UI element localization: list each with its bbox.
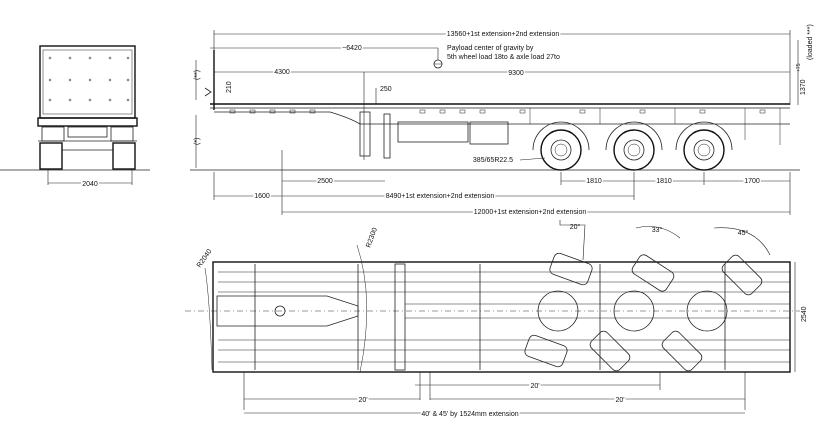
swing-radius-label: R2300 (365, 227, 379, 249)
axle-spacing-2-label: 1810 (656, 178, 672, 185)
front-radius-label: R2040 (196, 248, 214, 269)
container-20-front-label: 20' (358, 397, 367, 404)
cog-distance-label: ~6420 (342, 45, 362, 52)
overall-length-label: 13560+1st extension+2nd extension (447, 31, 560, 38)
front-overhang-label: 1600 (254, 193, 270, 200)
axle-spacing-1-label: 1810 (586, 178, 602, 185)
plan-width-label: 2540 (801, 306, 808, 322)
container-40-45-label: 40' & 45' by 1524mm extension (421, 411, 518, 418)
container-20-rear-label: 20' (615, 397, 624, 404)
kingpin-to-axle-label: 8490+1st extension+2nd extension (386, 193, 495, 200)
note-star: (*) (194, 138, 201, 145)
plan-view: 20° 33° 45° R2040 R2300 2540 20' 20' 20'… (185, 220, 808, 420)
note-double-star: (**) (194, 70, 201, 80)
cog-note-line2: 5th wheel load 18to & axle load 27to (447, 54, 560, 61)
wheel-axle-1 (532, 121, 590, 171)
kingpin-to-rear-label: 9300 (508, 70, 524, 77)
steer-angle-2-label: 33° (652, 226, 663, 234)
front-width-label: 2040 (82, 181, 98, 188)
deck-height-front-label: 210 (226, 81, 233, 93)
loaded-note-label: (loaded ***) (807, 24, 814, 60)
kingpin-icon (274, 305, 286, 317)
container-20-mid-label: 20' (530, 383, 539, 390)
height-loaded-label: 1370 (800, 79, 807, 95)
wheel-axle-2 (605, 121, 663, 171)
cog-note-line1: Payload center of gravity by (447, 45, 534, 52)
height-tolerance-label: +75 (796, 63, 802, 72)
kingpin-offset-label: 250 (380, 86, 392, 93)
front-to-kingpin-label: 4300 (274, 69, 290, 76)
wheel-axle-3 (675, 121, 733, 171)
steer-angle-3-label: 45° (738, 229, 749, 237)
tire-size-label: 385/65R22.5 (473, 157, 513, 164)
landing-gear-label: 2500 (317, 178, 333, 185)
rear-overhang-label: 1700 (744, 178, 760, 185)
front-view: 2040 (0, 45, 150, 190)
side-view: 13560+1st extension+2nd extension ~6420 … (190, 24, 814, 218)
kingpin-to-rear-total-label: 12000+1st extension+2nd extension (474, 209, 587, 216)
steer-angle-1-label: 20° (570, 223, 581, 231)
